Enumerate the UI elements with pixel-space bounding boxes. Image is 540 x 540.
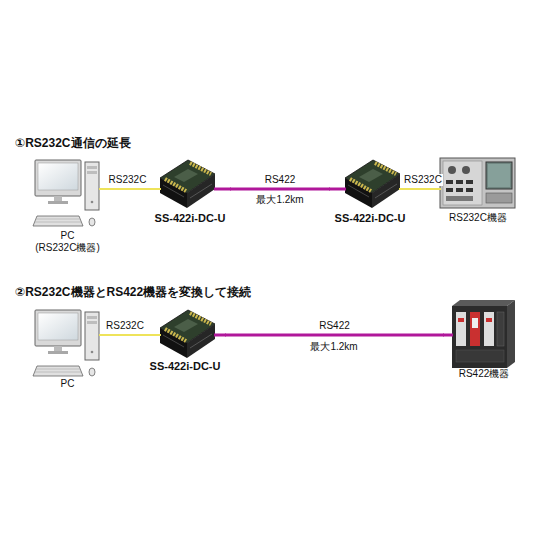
rs232c-machine-illustration-part xyxy=(486,193,512,203)
rs422-machine-illustration-part xyxy=(470,312,480,346)
device-label: RS232C機器 xyxy=(449,212,507,224)
cable-stub-part xyxy=(99,188,106,190)
rs422-cable xyxy=(230,188,330,191)
cable-stub-part xyxy=(144,334,161,336)
cable-stub-part xyxy=(443,334,453,337)
rs232c-machine-illustration xyxy=(440,158,515,208)
rs422-machine-illustration-part xyxy=(472,318,478,328)
device-label: PC xyxy=(61,230,75,242)
converter-node: SS-422i-DC-U xyxy=(145,308,225,372)
distance-note: 最大1.2km xyxy=(309,341,358,353)
rs422-machine-illustration xyxy=(452,300,515,368)
pc-node: PC(RS232C機器) xyxy=(30,158,105,254)
converter-illustration xyxy=(345,160,400,208)
section-heading: ①RS232C通信の延長 xyxy=(14,136,132,150)
device-name: SS-422i-DC-U xyxy=(155,212,226,224)
section-heading: ②RS232C機器とRS422機器を変換して接続 xyxy=(14,285,252,299)
signal-label: RS232C xyxy=(403,174,443,186)
signal-label: RS422 xyxy=(264,174,297,186)
pc-illustration-part xyxy=(33,160,99,226)
rs232c-machine-illustration-part xyxy=(446,180,453,184)
rs232c-machine-illustration-part xyxy=(488,164,510,187)
converter-illustration xyxy=(160,160,215,208)
cable-stub-part xyxy=(214,334,226,337)
rs232c-machine-illustration-part xyxy=(456,188,463,192)
rs422-machine-illustration-part xyxy=(452,306,507,368)
device-name: SS-422i-DC-U xyxy=(150,360,221,372)
rs232c-machine-illustration-part xyxy=(440,158,515,208)
device-node: RS422機器 xyxy=(444,300,524,380)
cable-stub xyxy=(99,189,453,335)
rs232c-machine-illustration-part xyxy=(466,180,473,184)
illustration-space xyxy=(436,156,520,212)
illustration-space xyxy=(145,308,225,360)
cable-stub-part xyxy=(214,188,231,191)
converter-illustration-part xyxy=(160,160,215,208)
signal-label: RS422 xyxy=(318,320,351,332)
device-node: RS232C機器 xyxy=(436,156,520,224)
pc-illustration xyxy=(33,160,99,226)
illustration-space xyxy=(30,158,105,230)
rs232c-machine-illustration-part xyxy=(446,188,453,192)
signal-label: RS232C xyxy=(108,174,148,186)
rs422-machine-illustration-part xyxy=(456,312,466,346)
converter-node: SS-422i-DC-U xyxy=(150,160,230,224)
rs422-machine-illustration-part xyxy=(452,300,515,306)
pc-node: PC xyxy=(30,308,105,390)
illustration-space xyxy=(30,308,105,378)
converter-illustration-part xyxy=(345,160,400,208)
illustration-space xyxy=(444,300,524,368)
illustration-space xyxy=(330,160,410,212)
rs422-cable xyxy=(225,334,444,337)
cable-stub-part xyxy=(399,188,411,190)
rs232c-cable xyxy=(105,334,145,336)
device-label: PC xyxy=(61,378,75,390)
converter-illustration xyxy=(160,310,215,358)
rs422-machine-illustration-part xyxy=(456,350,504,362)
rs232c-cable xyxy=(410,188,436,190)
device-label: (RS232C機器) xyxy=(35,242,99,254)
cable-stub-part xyxy=(99,334,106,336)
rs422-machine-illustration-part xyxy=(458,318,464,322)
device-label: RS422機器 xyxy=(459,368,510,380)
converter-node: SS-422i-DC-U xyxy=(330,160,410,224)
pc-illustration xyxy=(33,310,99,376)
rs232c-machine-illustration-part xyxy=(443,161,482,205)
rs232c-machine-illustration-part xyxy=(466,188,473,192)
illustration-space xyxy=(150,160,230,212)
converter-illustration-part xyxy=(160,310,215,358)
rs232c-machine-illustration-part xyxy=(448,166,456,174)
cable-stub-part xyxy=(329,188,346,191)
cable-stub-part xyxy=(149,188,161,190)
rs232c-machine-illustration-part xyxy=(486,162,512,189)
pc-illustration-part xyxy=(33,310,99,376)
rs232c-machine-illustration-part xyxy=(456,180,463,184)
rs232c-machine-illustration-part xyxy=(462,166,470,174)
signal-label: RS232C xyxy=(105,320,145,332)
rs422-machine-illustration-part xyxy=(486,318,492,322)
rs422-machine-illustration-part xyxy=(484,312,494,346)
rs232c-cable xyxy=(105,188,150,190)
rs422-machine-illustration-part xyxy=(497,312,504,346)
device-name: SS-422i-DC-U xyxy=(335,212,406,224)
distance-note: 最大1.2km xyxy=(255,194,304,206)
rs422-machine-illustration-part xyxy=(507,300,515,368)
rs232c-machine-illustration-part xyxy=(446,196,473,201)
